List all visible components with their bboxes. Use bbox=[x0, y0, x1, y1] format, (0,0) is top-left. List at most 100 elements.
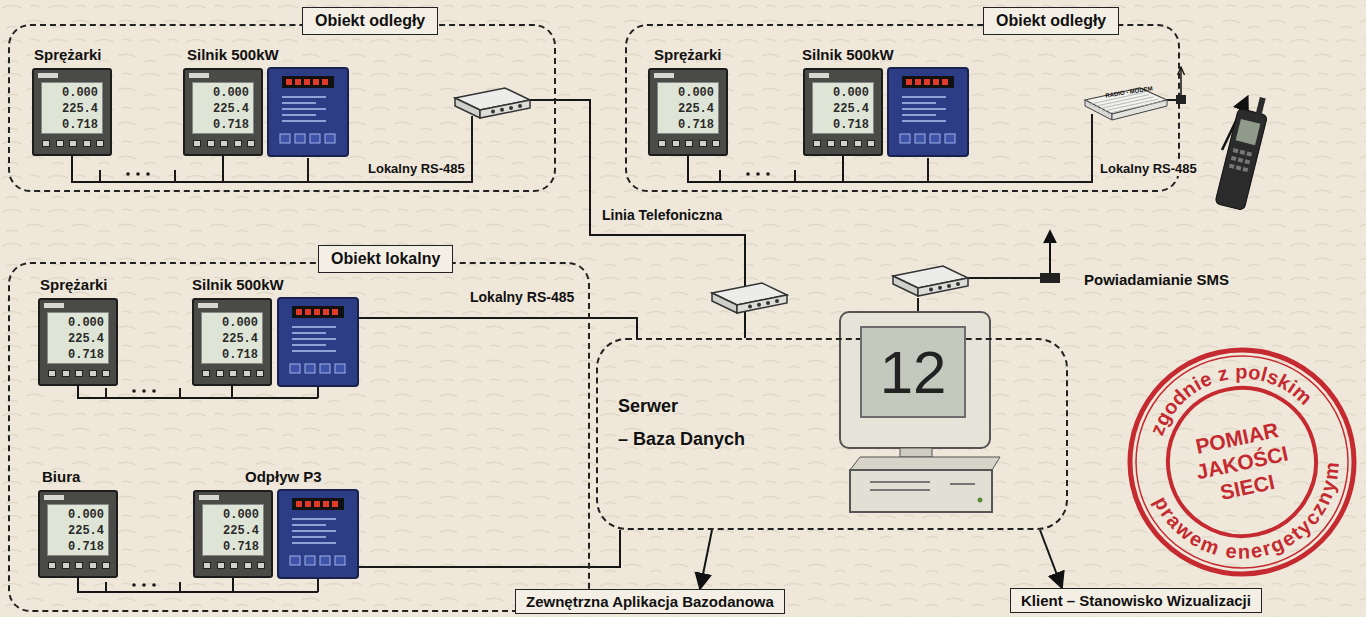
connector bbox=[700, 530, 712, 589]
device-heading: Silnik 500kW bbox=[187, 46, 279, 63]
power-meter: 0.000225.40.718Odpływ P3 bbox=[193, 490, 273, 578]
display-reading: 225.4 bbox=[813, 101, 873, 117]
controller-unit-part bbox=[290, 364, 300, 373]
meter-button bbox=[42, 140, 50, 147]
meter-button bbox=[202, 370, 210, 377]
connector bbox=[1040, 530, 1062, 588]
ellipsis-dots-part bbox=[152, 583, 156, 587]
controller-unit-part bbox=[323, 501, 329, 507]
meter-button bbox=[207, 140, 215, 147]
computer-part bbox=[978, 498, 983, 503]
meter-button bbox=[867, 140, 875, 147]
power-meter: 0.000225.40.718Silnik 500kW bbox=[803, 68, 883, 156]
meter-display: 0.000225.40.718 bbox=[192, 82, 254, 134]
mobile-phone-part-part bbox=[1244, 159, 1250, 164]
device-heading: Silnik 500kW bbox=[192, 276, 284, 293]
display-reading: 0.718 bbox=[813, 117, 873, 133]
radio-modem-part bbox=[1099, 97, 1154, 109]
controller-unit-part bbox=[310, 134, 320, 143]
display-reading: 0.718 bbox=[658, 117, 718, 133]
meter-button bbox=[102, 370, 110, 377]
display-reading: 0.718 bbox=[48, 539, 108, 555]
controller-unit-part bbox=[292, 306, 344, 318]
stamp-letter: p bbox=[1235, 360, 1247, 383]
site-frame: 0.000225.40.718Sprężarki0.000225.40.718S… bbox=[8, 262, 590, 612]
controller-unit-part bbox=[915, 79, 921, 85]
controller-unit-part bbox=[305, 556, 315, 565]
controller-unit-part bbox=[295, 134, 305, 143]
ellipsis-dots-part bbox=[126, 172, 130, 176]
meter-button bbox=[217, 562, 225, 569]
controller-unit-part bbox=[282, 102, 316, 104]
meter-button bbox=[247, 140, 255, 147]
stamp-rings-part bbox=[1154, 374, 1330, 550]
button-row bbox=[813, 140, 875, 148]
mobile-phone-part-part bbox=[1238, 158, 1244, 163]
computer-part bbox=[870, 482, 975, 490]
controller-unit-part bbox=[295, 79, 301, 85]
controller-unit-part bbox=[888, 68, 968, 156]
connector bbox=[72, 156, 223, 182]
bus-wire-part bbox=[106, 582, 180, 592]
meter-button bbox=[75, 562, 83, 569]
stamp-letter: n bbox=[1237, 540, 1250, 563]
bus-label: Lokalny RS-485 bbox=[366, 161, 467, 176]
meter-button bbox=[256, 370, 264, 377]
meter-button bbox=[672, 140, 680, 147]
brand-strip bbox=[38, 73, 58, 78]
modem bbox=[893, 266, 968, 296]
display-reading: 0.718 bbox=[42, 117, 102, 133]
controller-unit bbox=[888, 68, 968, 156]
mobile-phone-part-part bbox=[1236, 165, 1242, 170]
modem-part bbox=[956, 282, 960, 286]
controller-unit-part bbox=[292, 338, 336, 340]
server-caption: Serwer– Baza Danych bbox=[618, 396, 745, 462]
controller-unit-part bbox=[292, 498, 344, 510]
stamp-rings-part bbox=[1109, 329, 1366, 595]
stamp-letter bbox=[1227, 361, 1235, 384]
bus-label: Lokalny RS-485 bbox=[1098, 161, 1199, 176]
meter-button bbox=[658, 140, 666, 147]
computer-part bbox=[900, 448, 932, 457]
display-reading: 225.4 bbox=[48, 523, 108, 539]
ellipsis-dots-part bbox=[146, 172, 150, 176]
power-meter: 0.000225.40.718Sprężarki bbox=[32, 68, 112, 156]
antenna-part bbox=[1180, 68, 1182, 95]
connector-label: Lokalny RS-485 bbox=[468, 289, 576, 305]
device-heading: Silnik 500kW bbox=[802, 46, 894, 63]
controller-unit-part bbox=[314, 501, 320, 507]
app-box: Zewnętrzna Aplikacja Bazodanowa bbox=[515, 589, 785, 614]
meter-display: 0.000225.40.718 bbox=[201, 312, 263, 364]
screen-number: 12 bbox=[880, 338, 947, 407]
stamp-letter: z bbox=[1215, 362, 1230, 387]
controller-unit-part bbox=[278, 490, 358, 578]
client-box: Klient – Stanowisko Wizualizacji bbox=[1010, 588, 1262, 613]
radio-modem-part bbox=[1103, 99, 1158, 111]
controller-unit-part bbox=[323, 309, 329, 315]
controller-unit-part bbox=[296, 501, 302, 507]
controller-unit-part bbox=[292, 326, 336, 328]
meter-button bbox=[712, 140, 720, 147]
antenna-part bbox=[1176, 95, 1186, 104]
meter-button bbox=[685, 140, 693, 147]
controller-unit-part bbox=[906, 79, 912, 85]
connector bbox=[590, 530, 620, 567]
server-title: Serwer bbox=[618, 396, 745, 417]
mobile-phone-part-part bbox=[1242, 167, 1248, 172]
controller-unit-part bbox=[282, 96, 326, 98]
device-label: RADIO - MODEM bbox=[1103, 85, 1155, 99]
stamp-rings-part bbox=[1116, 336, 1366, 587]
controller-unit-part bbox=[292, 518, 336, 520]
connector bbox=[78, 386, 232, 398]
brand-strip bbox=[189, 73, 209, 78]
mobile-phone-part bbox=[1229, 148, 1252, 172]
meter-button bbox=[89, 562, 97, 569]
meter-button bbox=[220, 140, 228, 147]
meter-display: 0.000225.40.718 bbox=[812, 82, 874, 134]
modem-part bbox=[938, 286, 942, 290]
radio-modem-part bbox=[1094, 95, 1149, 107]
brand-strip bbox=[199, 495, 219, 500]
group-heading: Obiekt odległy bbox=[302, 7, 438, 35]
controller-unit-part bbox=[335, 364, 345, 373]
controller-unit-part bbox=[304, 79, 310, 85]
